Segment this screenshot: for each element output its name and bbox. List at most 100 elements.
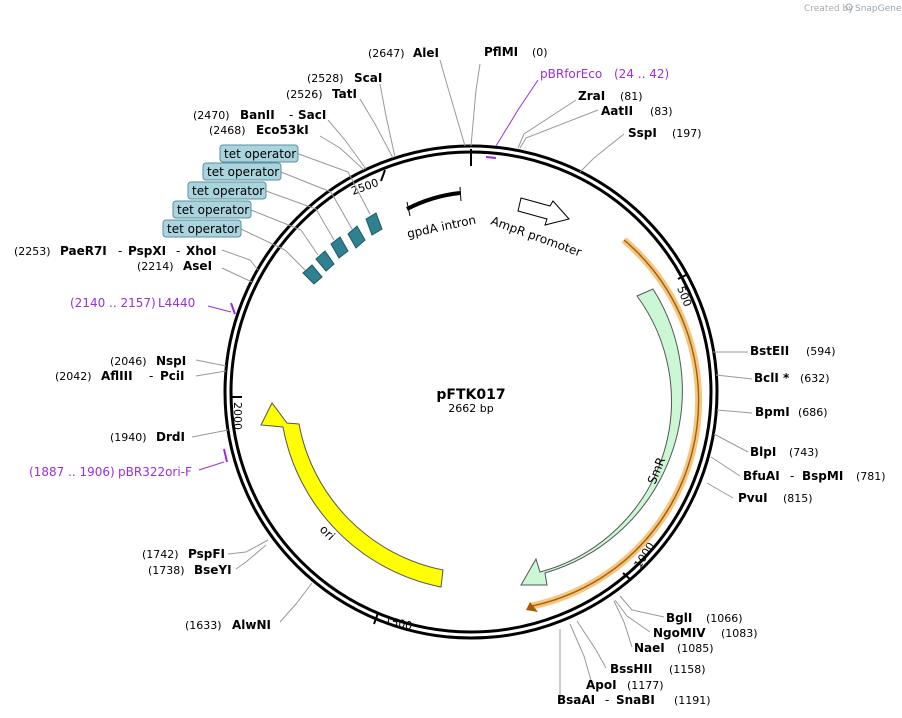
enzyme-sspi[interactable]: SspI (197): [628, 126, 702, 140]
enzyme-alwni[interactable]: (1633) AlwNI: [185, 618, 271, 632]
svg-text:AatII: AatII: [601, 104, 633, 118]
enzyme-nspi[interactable]: (2046) NspI: [110, 354, 186, 368]
tet-operator-label-2: tet operator: [207, 165, 279, 179]
svg-text:PspFI: PspFI: [188, 547, 225, 561]
enzyme-paer7i-pspxi-xhoi[interactable]: (2253) PaeR7I - PspXI - XhoI: [14, 244, 217, 258]
svg-text:(2528): (2528): [307, 72, 344, 85]
enzyme-pspfi[interactable]: (1742) PspFI: [142, 547, 225, 561]
svg-text:(2468): (2468): [209, 124, 246, 137]
svg-text:AlwNI: AlwNI: [232, 618, 271, 632]
tet-operator-label-4: tet operator: [177, 203, 249, 217]
enzyme-banii-saci[interactable]: (2470) BanII - SacI: [193, 108, 326, 122]
enzyme-afliii-pcii[interactable]: (2042) AflIII - PciI: [55, 369, 185, 383]
enzyme-scai[interactable]: (2528) ScaI: [307, 71, 382, 85]
enzyme-zrai[interactable]: ZraI (81): [578, 89, 643, 103]
ampr-promoter-label: AmpR promoter: [489, 214, 583, 260]
enzyme-alei[interactable]: (2647) AleI: [368, 46, 439, 60]
enzyme-asei[interactable]: (2214) AseI: [137, 259, 212, 273]
svg-text:(2253): (2253): [14, 245, 51, 258]
svg-text:(1738): (1738): [148, 564, 185, 577]
enzyme-pflmi[interactable]: PflMI (0): [484, 45, 548, 59]
svg-text:-: -: [790, 469, 794, 483]
svg-text:(1940): (1940): [110, 431, 147, 444]
enzyme-ngomiv[interactable]: NgoMIV (1083): [653, 626, 758, 640]
enzyme-bsshii[interactable]: BssHII (1158): [610, 662, 706, 676]
enzyme-bseyi[interactable]: (1738) BseYI: [148, 563, 232, 577]
enzyme-bsteii[interactable]: BstEII (594): [750, 344, 836, 358]
enzyme-tati[interactable]: (2526) TatI: [286, 87, 357, 101]
enzyme-apoi[interactable]: ApoI (1177): [586, 678, 664, 692]
svg-text:(1066): (1066): [706, 612, 743, 625]
tet-operator-mark[interactable]: [365, 212, 383, 236]
tick-1500: 1500: [373, 612, 413, 633]
svg-text:BpmI: BpmI: [755, 405, 790, 419]
enzyme-bcli[interactable]: BclI * (632): [754, 371, 830, 385]
svg-text:BlpI: BlpI: [750, 445, 776, 459]
tet-operator-mark[interactable]: [302, 264, 323, 285]
enzyme-drdi[interactable]: (1940) DrdI: [110, 430, 185, 444]
enzyme-bsaai-snabi[interactable]: BsaAI - SnaBI (1191): [557, 693, 711, 707]
snapgene-logo-icon: [845, 3, 853, 11]
svg-text:(1191): (1191): [674, 694, 711, 707]
tet-operator-mark[interactable]: [347, 225, 366, 249]
enzyme-leaders-left: [191, 59, 466, 623]
svg-text:-: -: [605, 693, 609, 707]
svg-text:(2647): (2647): [368, 47, 405, 60]
svg-text:PaeR7I: PaeR7I: [60, 244, 107, 258]
primer-pbrforeco[interactable]: pBRforEco (24 .. 42): [485, 67, 669, 159]
credit-prefix: Created by: [804, 4, 854, 14]
smr-orf-line[interactable]: [531, 239, 700, 607]
svg-text:AseI: AseI: [183, 259, 212, 273]
svg-text:SacI: SacI: [298, 108, 326, 122]
svg-text:ZraI: ZraI: [578, 89, 605, 103]
svg-text:-: -: [176, 244, 180, 258]
svg-text:-: -: [149, 369, 153, 383]
svg-text:(83): (83): [650, 105, 673, 118]
svg-text:(81): (81): [620, 90, 643, 103]
svg-text:(0): (0): [532, 46, 548, 59]
gpda-intron-arc[interactable]: [406, 191, 461, 211]
svg-text:ApoI: ApoI: [586, 678, 617, 692]
svg-text:(743): (743): [789, 446, 819, 459]
ori-feature-arrow[interactable]: [260, 402, 444, 588]
enzyme-blpi[interactable]: BlpI (743): [750, 445, 819, 459]
primer-pbr322ori-f[interactable]: (1887 .. 1906) pBR322ori-F: [29, 448, 228, 479]
svg-text:BfuAI: BfuAI: [743, 469, 780, 483]
svg-text:(2526): (2526): [286, 88, 323, 101]
enzyme-bpmi[interactable]: BpmI (686): [755, 405, 828, 419]
enzyme-pvui[interactable]: PvuI (815): [738, 491, 813, 505]
svg-text:(2042): (2042): [55, 370, 92, 383]
enzyme-aatii[interactable]: AatII (83): [601, 104, 673, 118]
svg-text:L4440: L4440: [158, 296, 195, 310]
svg-text:(1085): (1085): [677, 642, 714, 655]
svg-text:XhoI: XhoI: [186, 244, 217, 258]
enzyme-bgli[interactable]: BglI (1066): [666, 611, 743, 625]
enzyme-eco53ki[interactable]: (2468) Eco53kI: [209, 123, 309, 137]
tet-operator-marks: [302, 212, 383, 285]
svg-text:NspI: NspI: [156, 354, 186, 368]
svg-text:(1177): (1177): [627, 679, 664, 692]
svg-text:(594): (594): [806, 345, 836, 358]
smr-feature-arrow[interactable]: [520, 288, 683, 586]
svg-text:(197): (197): [672, 127, 702, 140]
tet-operator-mark[interactable]: [330, 236, 349, 259]
svg-text:(24 .. 42): (24 .. 42): [614, 67, 669, 81]
svg-text:(2140 .. 2157): (2140 .. 2157): [70, 296, 156, 310]
svg-text:ScaI: ScaI: [354, 71, 382, 85]
plasmid-length: 2662 bp: [448, 402, 493, 415]
svg-text:PspXI: PspXI: [128, 244, 166, 258]
tet-operator-mark[interactable]: [315, 250, 335, 272]
svg-text:BanII: BanII: [240, 108, 275, 122]
svg-text:BglI: BglI: [666, 611, 692, 625]
enzyme-bfuai-bspmi[interactable]: BfuAI - BspMI (781): [743, 469, 886, 483]
primer-l4440[interactable]: (2140 .. 2157) L4440: [70, 296, 236, 315]
enzyme-naei[interactable]: NaeI (1085): [634, 641, 714, 655]
svg-text:2500: 2500: [350, 176, 381, 198]
svg-text:SspI: SspI: [628, 126, 657, 140]
ampr-promoter-arrow[interactable]: [517, 197, 570, 226]
svg-text:AflIII: AflIII: [101, 369, 133, 383]
svg-text:SnaBI: SnaBI: [616, 693, 655, 707]
tet-operator-label-5: tet operator: [167, 222, 239, 236]
svg-text:PflMI: PflMI: [484, 45, 518, 59]
